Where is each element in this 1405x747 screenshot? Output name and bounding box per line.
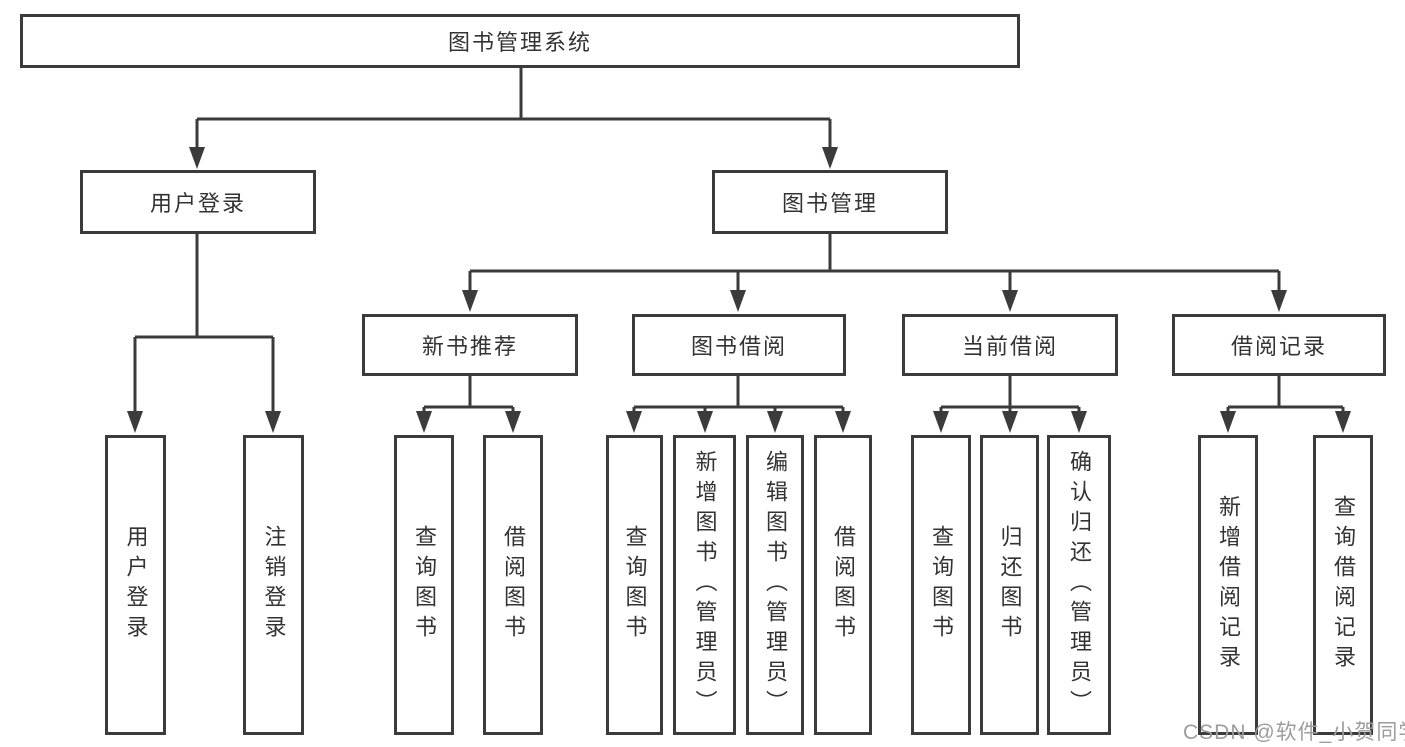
leaf-add-borrow-record-label: 新增借阅记录	[1216, 495, 1241, 675]
arrowhead	[416, 411, 432, 433]
arrowhead	[626, 411, 642, 433]
node-current-borrowing: 当前借阅	[902, 314, 1118, 376]
arrowhead	[1271, 290, 1287, 312]
leaf-add-borrow-record: 新增借阅记录	[1198, 435, 1258, 735]
arrowhead	[189, 147, 205, 169]
arrowhead	[933, 411, 949, 433]
arrowheads	[127, 147, 1351, 433]
node-library-management-system-label: 图书管理系统	[447, 30, 592, 55]
leaf-query-books-current: 查询图书	[911, 435, 971, 735]
arrowhead	[835, 411, 851, 433]
leaf-query-borrow-record-label: 查询借阅记录	[1331, 495, 1356, 675]
node-new-book-recommendation: 新书推荐	[362, 314, 578, 376]
arrowhead	[1002, 290, 1018, 312]
leaf-confirm-return-admin: 确认归还（管理员）	[1047, 435, 1111, 735]
leaf-borrow-books-recommend: 借阅图书	[483, 435, 543, 735]
node-book-borrowing: 图书借阅	[632, 314, 846, 376]
leaf-query-books-current-label: 查询图书	[929, 525, 954, 645]
leaf-return-books: 归还图书	[980, 435, 1039, 735]
leaf-borrow-books-borrowing-label: 借阅图书	[831, 525, 856, 645]
node-borrowing-records: 借阅记录	[1172, 314, 1386, 376]
leaf-query-books-recommend: 查询图书	[394, 435, 454, 735]
leaf-borrow-books-borrowing: 借阅图书	[814, 435, 872, 735]
arrowhead	[265, 411, 281, 433]
leaf-query-books-recommend-label: 查询图书	[412, 525, 437, 645]
node-current-borrowing-label: 当前借阅	[961, 334, 1058, 359]
leaf-user-login: 用户登录	[105, 435, 166, 735]
leaf-query-borrow-record: 查询借阅记录	[1313, 435, 1373, 735]
arrowhead	[505, 411, 521, 433]
arrowhead	[767, 411, 783, 433]
node-book-management: 图书管理	[712, 170, 948, 234]
leaf-query-books-borrowing-label: 查询图书	[622, 525, 648, 645]
arrowhead	[1220, 411, 1236, 433]
leaf-logout: 注销登录	[243, 435, 304, 735]
arrowhead	[1002, 411, 1018, 433]
leaf-edit-books-admin-label: 编辑图书（管理员）	[763, 450, 788, 720]
node-library-management-system: 图书管理系统	[20, 14, 1020, 68]
node-new-book-recommendation-label: 新书推荐	[421, 334, 518, 359]
leaf-add-books-admin-label: 新增图书（管理员）	[692, 450, 718, 720]
leaf-add-books-admin: 新增图书（管理员）	[673, 435, 736, 735]
leaf-user-login-label: 用户登录	[123, 525, 149, 645]
arrowhead	[730, 290, 746, 312]
arrowhead	[1335, 411, 1351, 433]
csdn-watermark: CSDN @软件_小贺同学	[1183, 721, 1405, 744]
node-book-borrowing-label: 图书借阅	[690, 334, 787, 359]
node-borrowing-records-label: 借阅记录	[1230, 334, 1327, 359]
node-user-login: 用户登录	[80, 170, 316, 234]
node-book-management-label: 图书管理	[781, 191, 878, 216]
arrowhead	[462, 290, 478, 312]
leaf-query-books-borrowing: 查询图书	[606, 435, 663, 735]
leaf-confirm-return-admin-label: 确认归还（管理员）	[1067, 450, 1092, 720]
arrowhead	[127, 411, 143, 433]
leaf-edit-books-admin: 编辑图书（管理员）	[746, 435, 804, 735]
arrowhead	[697, 411, 713, 433]
arrowhead	[1071, 411, 1087, 433]
leaf-return-books-label: 归还图书	[997, 525, 1023, 645]
node-user-login-label: 用户登录	[149, 191, 246, 216]
leaf-borrow-books-recommend-label: 借阅图书	[501, 525, 526, 645]
leaf-logout-label: 注销登录	[261, 525, 287, 645]
arrowhead	[822, 147, 838, 169]
